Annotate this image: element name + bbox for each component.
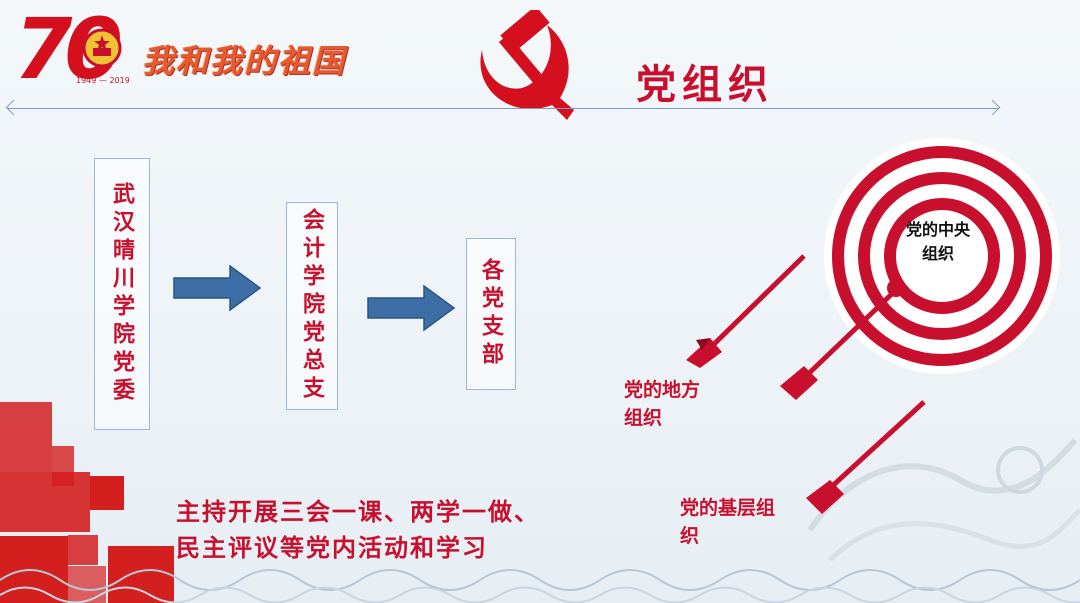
page-title: 党组织: [636, 61, 774, 108]
anniversary-logo: 70 1949 — 2019: [14, 0, 134, 98]
local-organization-text: 党的地方组织: [624, 379, 701, 429]
years-caption: 1949 — 2019: [76, 76, 130, 85]
decor-dragon-cloud: [807, 438, 1080, 562]
flow-box-party-branches: 各党支部: [466, 238, 516, 390]
dart-arrow-icon: [806, 400, 926, 514]
grassroots-organization-text: 党的基层组织: [680, 497, 776, 547]
dart-arrow-icon: [686, 254, 806, 368]
flow-box-university-committee: 武汉晴川学院党委: [94, 158, 150, 430]
grassroots-organization-label: 党的基层组织: [680, 494, 790, 550]
divider-line: [5, 99, 1001, 116]
slogan: 我和我的祖国: [142, 42, 347, 80]
arrow-right-icon: [173, 264, 262, 312]
description-line-1: 主持开展三会一课、两学一做、: [176, 497, 540, 526]
target-icon: [824, 138, 1060, 374]
dart-arrow-icon: [780, 286, 900, 400]
flow-box-accounting-branch: 会计学院党总支: [286, 202, 338, 410]
local-organization-label: 党的地方组织: [624, 376, 708, 432]
target-center-label: 党的中央组织: [905, 220, 970, 263]
emblem-icon: [82, 28, 122, 68]
description: 主持开展三会一课、两学一做、 民主评议等党内活动和学习: [176, 494, 656, 566]
hammer-sickle-icon: [480, 10, 574, 120]
arrow-right-icon: [367, 284, 456, 332]
decor-waves: [0, 569, 1080, 603]
description-line-2: 民主评议等党内活动和学习: [176, 533, 488, 562]
